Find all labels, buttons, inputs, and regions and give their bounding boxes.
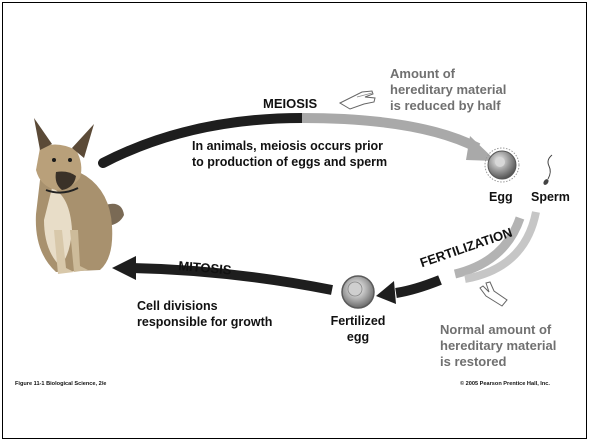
sperm-cell bbox=[542, 155, 552, 186]
egg-label: Egg bbox=[489, 190, 513, 204]
fertilization-arrowhead bbox=[376, 281, 396, 304]
fertilization-arrow bbox=[396, 280, 440, 293]
egg-cell bbox=[485, 148, 519, 182]
meiosis-label: MEIOSIS bbox=[263, 96, 317, 111]
sperm-label: Sperm bbox=[531, 190, 570, 204]
pointing-hand-icon bbox=[340, 91, 375, 109]
fertilized-egg-label: Fertilized egg bbox=[326, 313, 390, 345]
mitosis-arrow bbox=[132, 268, 332, 290]
meiosis-note: In animals, meiosis occurs prior to prod… bbox=[192, 138, 387, 170]
pointing-hand-icon bbox=[480, 282, 507, 306]
mitosis-arrowhead bbox=[112, 256, 136, 280]
amount-restored-note: Normal amount of hereditary material is … bbox=[440, 322, 556, 370]
fertilized-egg-cell bbox=[342, 276, 374, 308]
dog-illustration bbox=[34, 118, 124, 274]
cell-divisions-note: Cell divisions responsible for growth bbox=[137, 298, 272, 330]
copyright-notice: © 2005 Pearson Prentice Hall, Inc. bbox=[460, 381, 550, 387]
amount-reduced-note: Amount of hereditary material is reduced… bbox=[390, 66, 506, 114]
figure-caption: Figure 11-1 Biological Science, 2/e bbox=[15, 381, 106, 387]
